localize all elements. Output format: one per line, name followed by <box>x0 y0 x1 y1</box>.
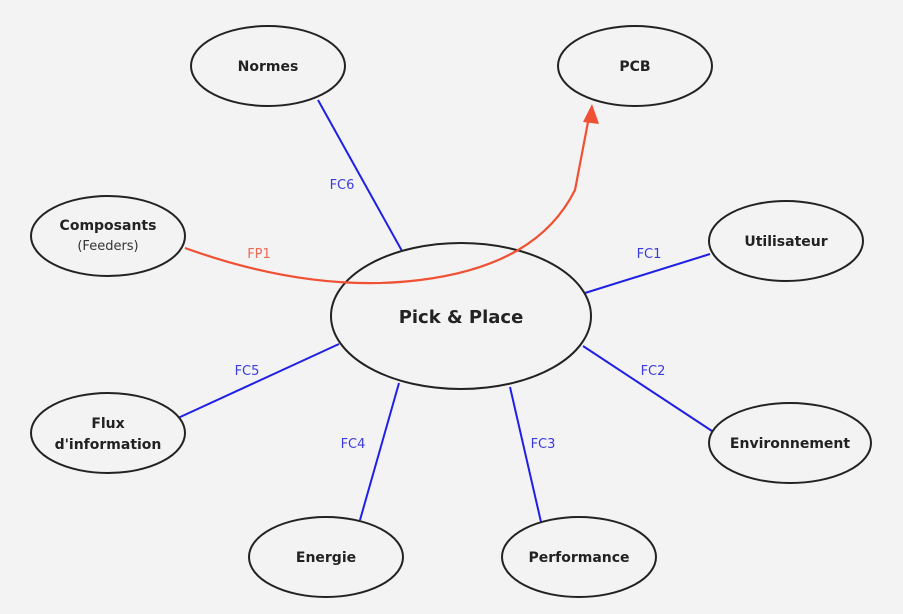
node-utilisateur[interactable]: Utilisateur <box>708 200 864 282</box>
node-composants[interactable]: Composants (Feeders) <box>30 195 186 277</box>
node-normes[interactable]: Normes <box>190 25 346 107</box>
node-composants-shape <box>30 195 186 277</box>
fc1-label: FC1 <box>637 247 662 262</box>
node-flux-label-line1: Flux <box>91 416 124 432</box>
node-pcb-shape <box>557 25 713 107</box>
center-label: Pick & Place <box>399 307 524 328</box>
fc3-connector <box>509 386 542 523</box>
node-energie-label: Energie <box>296 550 356 566</box>
node-flux-label-line2: d'information <box>55 437 162 453</box>
fp1-connector <box>184 121 590 285</box>
node-energie-shape <box>248 516 404 598</box>
node-environnement-label: Environnement <box>730 436 850 452</box>
fc4-connector <box>359 382 400 521</box>
node-flux-information[interactable]: Flux d'information <box>30 392 186 474</box>
node-normes-label: Normes <box>238 59 299 75</box>
fc2-connector <box>582 345 713 432</box>
node-normes-shape <box>190 25 346 107</box>
fp1-arrowhead-icon <box>583 104 599 124</box>
node-composants-sublabel: (Feeders) <box>77 239 138 254</box>
node-performance[interactable]: Performance <box>501 516 657 598</box>
fc5-connector <box>177 343 340 419</box>
node-center-shape <box>330 242 592 390</box>
node-energie[interactable]: Energie <box>248 516 404 598</box>
node-pcb[interactable]: PCB <box>557 25 713 107</box>
node-flux-shape <box>30 392 186 474</box>
node-pick-and-place[interactable]: Pick & Place <box>330 242 592 390</box>
node-environnement[interactable]: Environnement <box>708 402 872 484</box>
node-performance-label: Performance <box>528 550 629 566</box>
fc2-label: FC2 <box>641 364 666 379</box>
fc6-label: FC6 <box>330 178 355 193</box>
fc5-label: FC5 <box>235 364 260 379</box>
fc3-label: FC3 <box>531 437 556 452</box>
fp1-label: FP1 <box>247 247 271 262</box>
node-utilisateur-label: Utilisateur <box>744 234 827 250</box>
node-pcb-label: PCB <box>619 59 650 75</box>
fc4-label: FC4 <box>341 437 366 452</box>
node-composants-label: Composants <box>60 218 157 234</box>
node-environnement-shape <box>708 402 872 484</box>
fc6-connector <box>317 99 403 252</box>
node-utilisateur-shape <box>708 200 864 282</box>
fc1-connector <box>584 253 711 294</box>
node-performance-shape <box>501 516 657 598</box>
